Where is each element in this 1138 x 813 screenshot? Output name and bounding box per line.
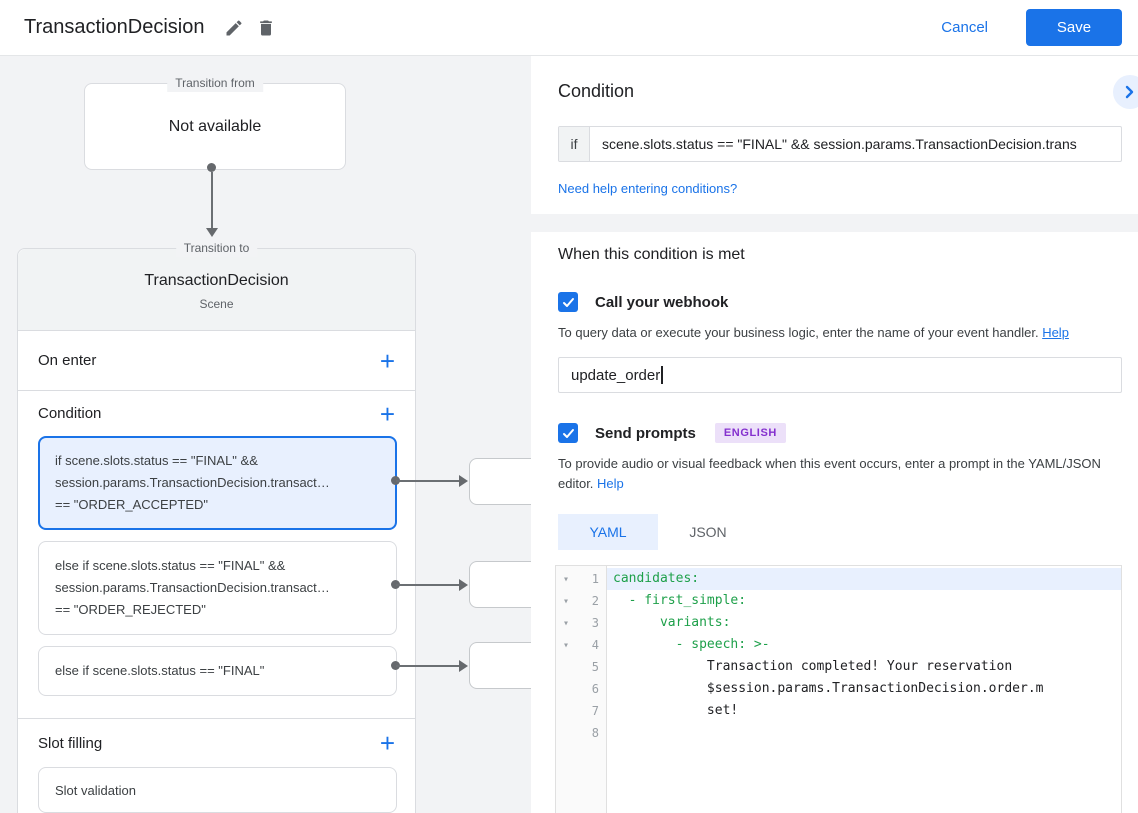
fold-arrow-icon[interactable]: ▾ (562, 573, 570, 585)
add-condition-button[interactable]: + (379, 398, 395, 429)
connector-line (396, 665, 461, 667)
arrow-right-icon (459, 660, 468, 672)
transition-to-legend: Transition to (175, 240, 258, 257)
section-divider (531, 214, 1138, 232)
handler-node[interactable] (469, 561, 531, 608)
conditions-help-link[interactable]: Need help entering conditions? (558, 181, 738, 196)
webhook-input[interactable]: update_order (558, 357, 1122, 393)
fold-arrow-icon[interactable]: ▾ (562, 639, 570, 651)
text-caret (661, 366, 663, 384)
transition-to-node: Transition to TransactionDecision Scene … (17, 240, 416, 813)
code-line: candidates: (607, 568, 1121, 590)
code-line: - first_simple: (613, 593, 747, 608)
condition-card-accepted[interactable]: if scene.slots.status == "FINAL" && sess… (38, 436, 397, 530)
connector-dot (391, 476, 400, 485)
collapse-panel-button[interactable] (1113, 75, 1138, 109)
code-line: variants: (613, 615, 731, 630)
webhook-checkbox-row: Call your webhook (558, 292, 1122, 312)
webhook-help-link[interactable]: Help (1042, 325, 1069, 340)
condition-label: Condition (38, 405, 102, 422)
on-enter-label: On enter (38, 352, 97, 369)
prompts-description: To provide audio or visual feedback when… (558, 456, 1101, 491)
arrow-right-icon (459, 579, 468, 591)
condition-detail-panel: Condition if scene.slots.status == "FINA… (531, 56, 1138, 813)
condition-card-rejected[interactable]: else if scene.slots.status == "FINAL" &&… (38, 541, 397, 635)
prompts-label: Send prompts (595, 424, 696, 442)
code-line: $session.params.TransactionDecision.orde… (613, 681, 1044, 696)
webhook-label: Call your webhook (595, 293, 729, 311)
connector-dot (207, 163, 216, 172)
condition-expression-value: scene.slots.status == "FINAL" && session… (602, 136, 1077, 152)
connector-dot (391, 661, 400, 670)
check-icon (562, 428, 574, 438)
condition-expression-field[interactable]: if scene.slots.status == "FINAL" && sess… (558, 126, 1122, 162)
if-prefix: if (559, 127, 590, 161)
slot-filling-label: Slot filling (38, 734, 103, 752)
handler-node[interactable] (469, 642, 531, 689)
code-line: set! (613, 703, 739, 718)
tab-json[interactable]: JSON (658, 514, 758, 550)
cancel-button[interactable]: Cancel (941, 19, 988, 36)
yaml-editor[interactable]: ▾1 ▾2 ▾3 ▾4 5 6 7 8 candidates: - first_… (555, 565, 1122, 813)
when-condition-heading: When this condition is met (558, 246, 745, 263)
prompts-checkbox-row: Send prompts ENGLISH (558, 423, 1122, 443)
delete-scene-button[interactable] (250, 12, 282, 44)
panel-heading: Condition (558, 81, 635, 101)
connector-line (396, 480, 461, 482)
check-icon (562, 297, 574, 307)
slot-validation-card[interactable]: Slot validation (38, 767, 397, 813)
prompts-help-link[interactable]: Help (597, 476, 624, 491)
code-line: - speech: >- (613, 637, 770, 652)
slot-filling-section: Slot filling + Slot validation (18, 719, 415, 813)
on-enter-section: On enter + (18, 331, 415, 391)
arrow-down-icon (205, 228, 218, 237)
trash-icon (260, 20, 273, 35)
condition-card-final[interactable]: else if scene.slots.status == "FINAL" (38, 646, 397, 696)
scene-subtitle: Scene (199, 297, 234, 311)
prompts-checkbox[interactable] (558, 423, 578, 443)
language-badge: ENGLISH (714, 423, 786, 443)
connector-line (210, 172, 213, 228)
code-line: Transaction completed! Your reservation (613, 659, 1013, 674)
condition-section: Condition + if scene.slots.status == "FI… (18, 391, 415, 719)
transition-from-node: Transition from Not available (84, 75, 346, 170)
add-slot-button[interactable]: + (379, 728, 395, 758)
tab-yaml[interactable]: YAML (558, 514, 658, 550)
webhook-description: To query data or execute your business l… (558, 325, 1069, 340)
add-on-enter-button[interactable]: + (379, 345, 395, 376)
editor-gutter: ▾1 ▾2 ▾3 ▾4 5 6 7 8 (556, 566, 607, 813)
connector-line (396, 584, 461, 586)
editor-code-area[interactable]: candidates: - first_simple: variants: - … (607, 566, 1121, 813)
handler-node[interactable] (469, 458, 531, 505)
editor-tabs: YAML JSON (558, 514, 1122, 550)
transition-from-value: Not available (168, 117, 262, 135)
pencil-icon (226, 19, 242, 35)
save-button[interactable]: Save (1026, 9, 1122, 46)
chevron-right-icon (1125, 85, 1134, 99)
fold-arrow-icon[interactable]: ▾ (562, 617, 570, 629)
fold-arrow-icon[interactable]: ▾ (562, 595, 570, 607)
connector-dot (391, 580, 400, 589)
top-bar: TransactionDecision Cancel Save (0, 0, 1138, 56)
webhook-checkbox[interactable] (558, 292, 578, 312)
scene-title: TransactionDecision (144, 272, 289, 289)
scene-diagram-canvas: Transition from Not available Transition… (0, 56, 531, 813)
edit-title-button[interactable] (218, 12, 250, 44)
arrow-right-icon (459, 475, 468, 487)
code-line (607, 722, 1121, 744)
transition-from-legend: Transition from (167, 75, 263, 92)
page-title: TransactionDecision (24, 16, 205, 38)
scene-header: TransactionDecision Scene (18, 249, 415, 331)
